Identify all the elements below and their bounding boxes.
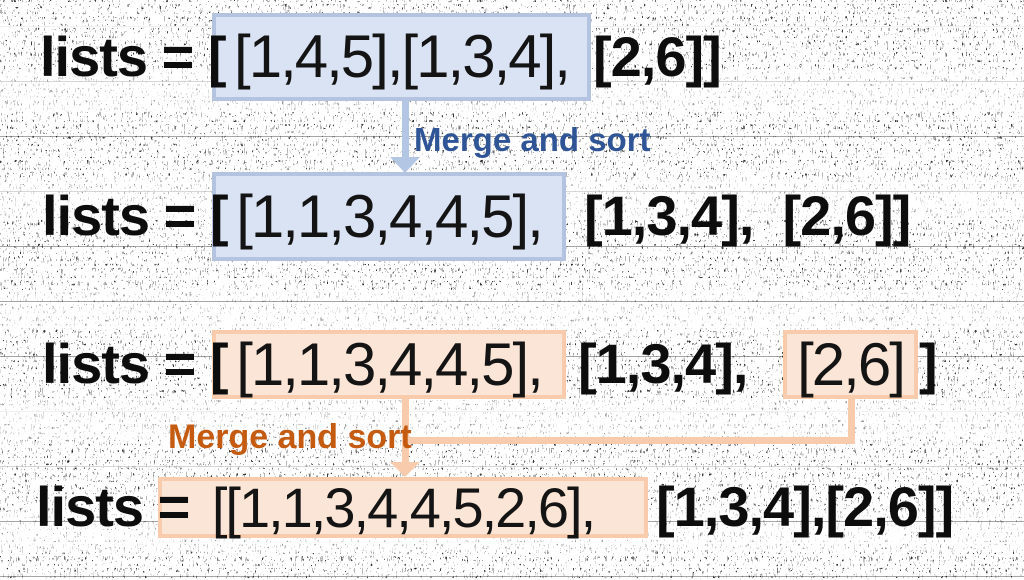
step2-prefix: lists = [ [42,184,229,247]
step3-suffix: ] [919,332,938,395]
step4-prefix: lists = [36,475,190,538]
orange-arrow-down-icon [390,462,420,477]
step2-suffix: [1,3,4], [2,6]] [584,184,911,247]
step2-highlight-box: [1,1,3,4,4,5], [212,172,566,261]
step1-highlight-box: [1,4,5],[1,3,4], [212,13,591,101]
step1-prefix: lists = [ [40,25,227,88]
step2-highlighted-list: [1,1,3,4,4,5], [236,182,544,250]
merge-sort-label-orange: Merge and sort [168,418,412,456]
step1-suffix: [2,6]] [593,25,722,88]
step3-highlighted-list-right: [2,6] [797,330,906,398]
step3-highlight-box-right: [2,6] [783,330,918,399]
step3-mid: [1,3,4], [578,332,748,395]
step4-highlight-box: [[1,1,3,4,4,5,2,6], [158,477,648,538]
step3-highlight-box-left: [1,1,3,4,4,5], [212,330,566,399]
step4-highlighted-list: [[1,1,3,4,4,5,2,6], [211,475,596,539]
merge-sort-label-blue: Merge and sort [414,121,651,158]
step4-suffix: [1,3,4],[2,6]] [656,475,954,538]
orange-connector-vertical-right [848,398,855,444]
step3-highlighted-list-left: [1,1,3,4,4,5], [236,330,544,398]
step1-highlighted-lists: [1,4,5],[1,3,4], [234,23,571,90]
blue-connector-line [402,100,409,159]
orange-connector-horizontal [402,437,855,444]
step3-prefix: lists = [ [42,332,229,395]
blue-arrow-down-icon [390,157,420,173]
